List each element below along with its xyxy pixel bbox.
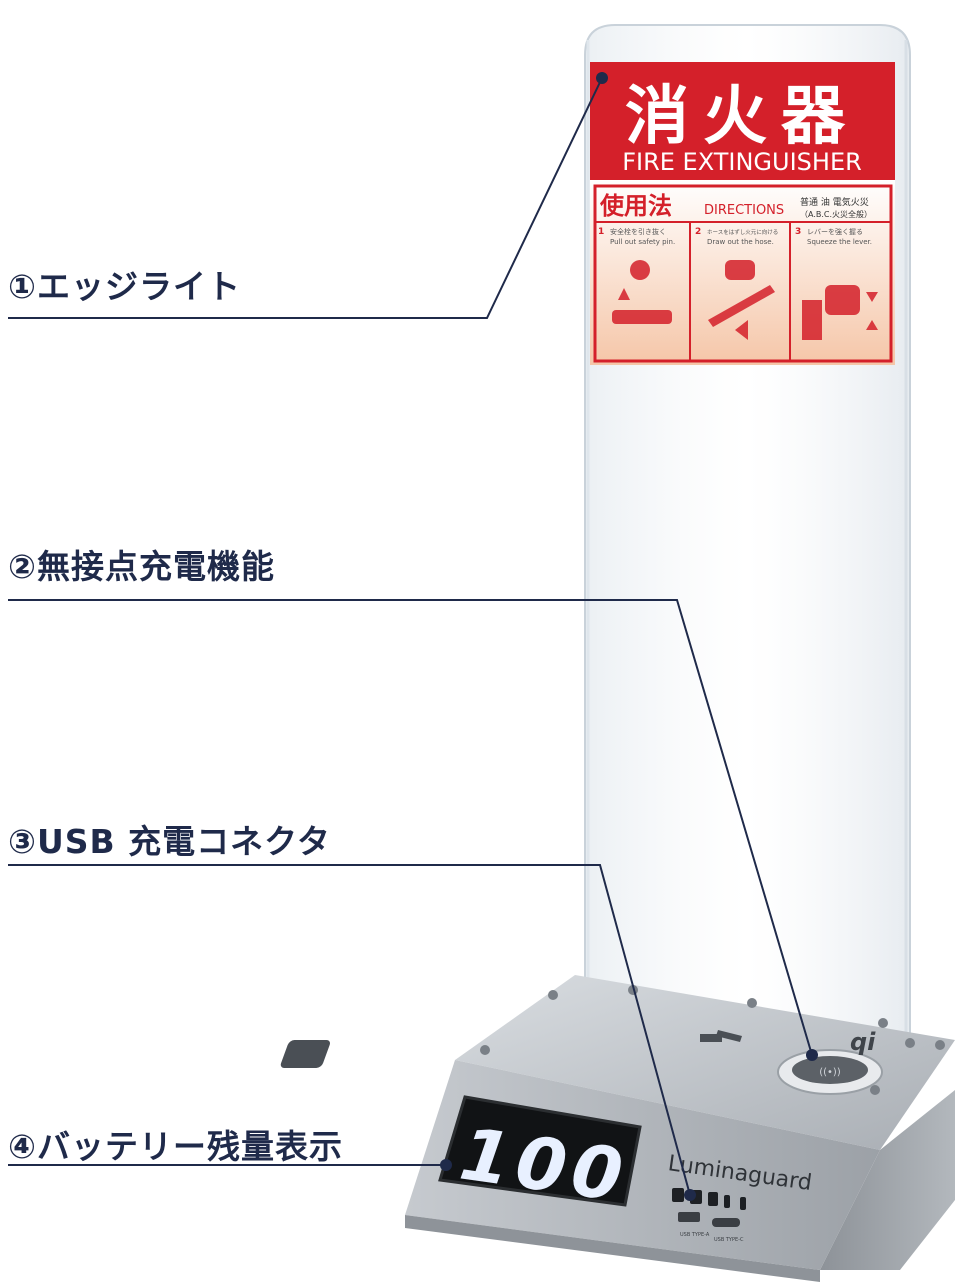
usb-a-label: USB TYPE-A: [680, 1232, 710, 1238]
wireless-charger-icon: ((•)): [777, 1049, 883, 1095]
sign-class-line2: （A.B.C.火災全般）: [800, 209, 872, 219]
step3-illustration: [802, 285, 878, 340]
svg-text:レバーを強く握る: レバーを強く握る: [807, 227, 863, 236]
sign-title-en: FIRE EXTINGUISHER: [622, 148, 862, 176]
svg-text:Pull out safety pin.: Pull out safety pin.: [610, 238, 675, 246]
svg-text:ホースをはずし火元に向ける: ホースをはずし火元に向ける: [707, 228, 778, 236]
leader-lines: [8, 77, 813, 1196]
sign-usage-en: DIRECTIONS: [704, 203, 784, 218]
step-2: 2 ホースをはずし火元に向ける Draw out the hose.: [695, 227, 778, 246]
step-1: 1 安全栓を引き抜く Pull out safety pin.: [598, 227, 675, 246]
usb-c-label: USB TYPE-C: [714, 1237, 744, 1243]
svg-text:((•)): ((•)): [819, 1067, 841, 1078]
svg-text:Draw out the hose.: Draw out the hose.: [707, 238, 774, 246]
callout-edge-light: ①エッジライト: [8, 267, 241, 306]
battery-display-frame: [438, 1095, 642, 1207]
svg-text:2: 2: [695, 227, 701, 237]
callout-battery-display: ④バッテリー残量表示: [8, 1127, 343, 1166]
svg-text:Squeeze the lever.: Squeeze the lever.: [807, 238, 872, 246]
callout-usb-connector: ③USB 充電コネクタ: [8, 822, 331, 861]
sign-class-line1: 普通 油 電気火災: [800, 196, 869, 208]
fire-extinguisher-icon: [280, 1030, 742, 1068]
sign-title-jp: 消火器: [625, 80, 859, 154]
qi-logo: qi: [850, 1028, 876, 1056]
svg-text:3: 3: [795, 227, 801, 237]
callout-wireless-charging: ②無接点充電機能: [8, 547, 275, 586]
sign-red-band: [590, 62, 895, 180]
step-3: 3 レバーを強く握る Squeeze the lever.: [795, 227, 872, 246]
svg-text:1: 1: [598, 227, 604, 237]
step2-illustration: [708, 260, 775, 340]
base-top: [455, 975, 955, 1150]
base-side: [820, 1090, 955, 1270]
svg-text:安全栓を引き抜く: 安全栓を引き抜く: [610, 227, 666, 236]
sign-usage-jp: 使用法: [599, 192, 672, 220]
step1-illustration: [612, 260, 672, 324]
